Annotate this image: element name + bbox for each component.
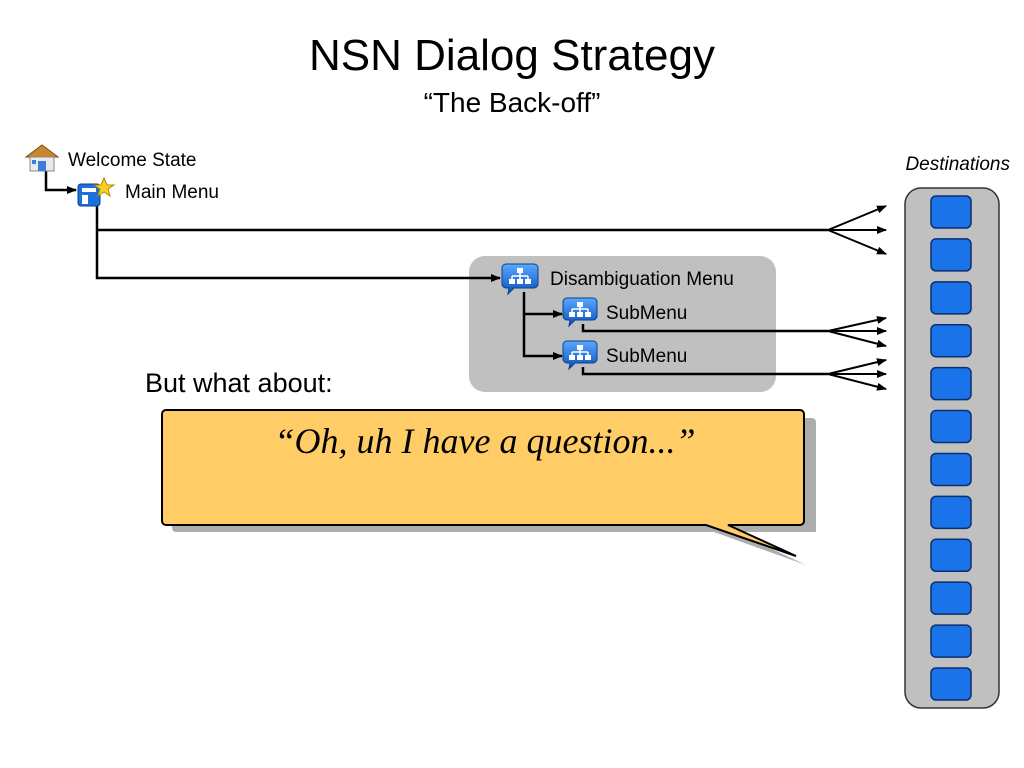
speech-bubble [161,409,816,565]
welcome-to-main-menu-connector [44,170,77,194]
destination-slot [930,409,972,444]
destination-slot [930,538,972,573]
submenu-1-label: SubMenu [606,303,688,324]
destinations-panel [904,187,1000,709]
submenu-2-route [581,367,828,376]
destination-slot [930,667,972,701]
house-icon [24,144,60,172]
destination-slots [930,195,972,701]
slide-subtitle: “The Back-off” [423,87,601,118]
network-bubble-icon [501,263,539,296]
welcome-state-label: Welcome State [68,150,197,171]
destination-slot [930,366,972,401]
main-menu-to-disambiguation-connector [95,205,501,282]
main-menu-fan-arrows [827,205,887,255]
destination-slot [930,495,972,530]
destination-slot [930,195,972,229]
speech-bubble-quote: “Oh, uh I have a question...” [274,421,696,461]
question-prompt: But what about: [145,368,333,398]
submenu-1-fan-arrows [827,316,887,348]
destination-slot [930,624,972,658]
destinations-label: Destinations [905,154,1010,175]
slide-title: NSN Dialog Strategy [309,31,715,80]
destination-slot [930,323,972,358]
submenu-2-fan-arrows [827,358,887,391]
disambiguation-menu-label: Disambiguation Menu [550,269,734,290]
network-bubble-icon [562,340,598,371]
destination-slot [930,581,972,615]
network-bubble-icon [562,297,598,328]
main-menu-label: Main Menu [125,182,219,203]
destination-slot [930,238,972,272]
destination-slot [930,281,972,315]
disambiguation-group-panel [469,256,776,392]
submenu-1-route [581,324,828,333]
menu-star-icon [77,176,116,207]
submenu-2-label: SubMenu [606,346,688,367]
destination-slot [930,452,972,487]
